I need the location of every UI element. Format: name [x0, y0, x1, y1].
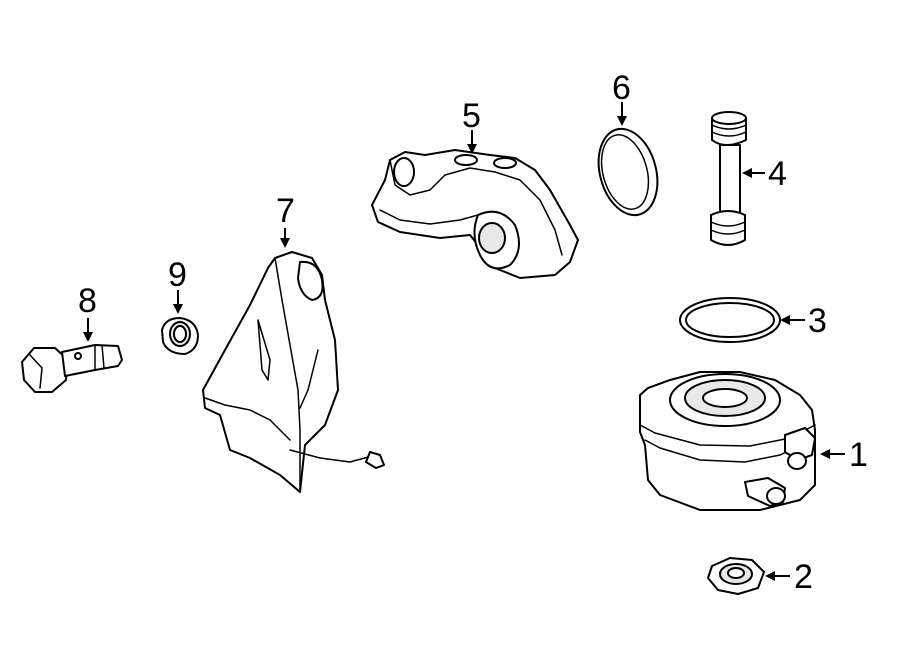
- callout-number-4: 4: [768, 155, 787, 193]
- leader-2: [765, 571, 790, 581]
- part-7-heat-shield[interactable]: [202, 251, 385, 493]
- leader-1: [820, 449, 845, 459]
- leader-6: [617, 102, 627, 126]
- part-9-sealing-washer[interactable]: [161, 317, 199, 355]
- callout-number-7: 7: [276, 192, 295, 230]
- part-5-filter-housing[interactable]: [371, 149, 579, 279]
- callout-number-8: 8: [78, 282, 97, 320]
- leader-5: [467, 130, 477, 154]
- callout-number-5: 5: [462, 97, 481, 135]
- leader-9: [173, 290, 183, 314]
- part-6-cover-seal[interactable]: [590, 122, 667, 221]
- callout-number-3: 3: [808, 302, 827, 340]
- leader-8: [83, 318, 93, 342]
- part-1-oil-cooler-housing[interactable]: [639, 371, 816, 511]
- part-8-banjo-bolt[interactable]: [21, 344, 123, 393]
- leader-3: [780, 315, 805, 325]
- part-2-hex-nut[interactable]: [707, 557, 765, 595]
- leader-7: [280, 228, 290, 248]
- callout-number-9: 9: [168, 256, 187, 294]
- callout-number-6: 6: [612, 69, 631, 107]
- callout-number-1: 1: [849, 436, 868, 474]
- part-3-o-ring[interactable]: [679, 297, 781, 343]
- callout-number-2: 2: [794, 558, 813, 596]
- leader-4: [742, 168, 765, 178]
- part-4-connector-tube[interactable]: [710, 111, 747, 246]
